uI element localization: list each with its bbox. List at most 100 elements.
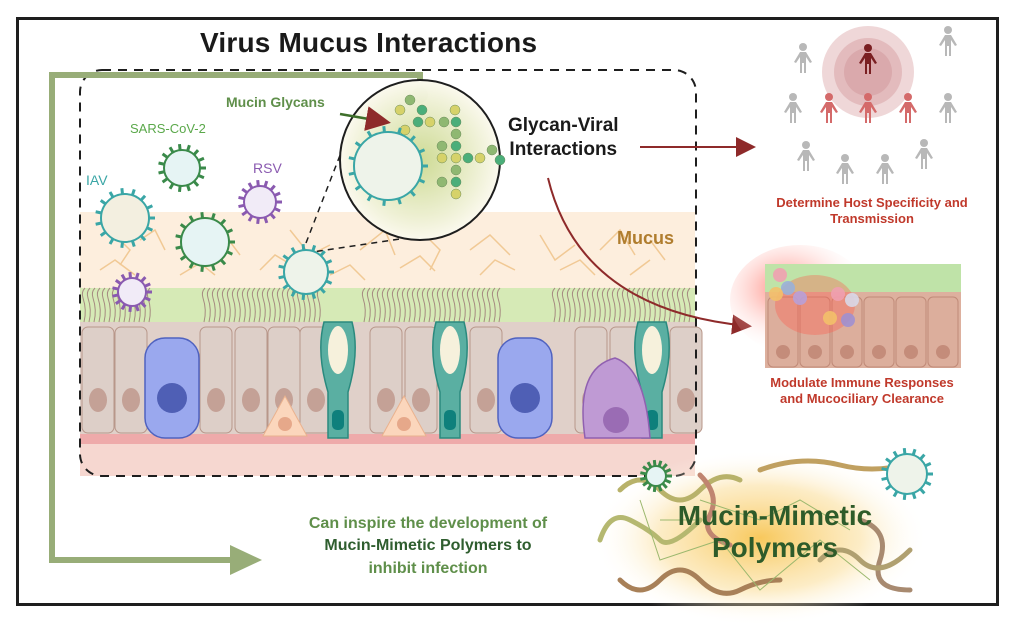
glycan-chain (394, 94, 506, 200)
person-icon (899, 93, 917, 123)
person-icon (836, 154, 854, 184)
cilium (271, 287, 276, 323)
cilium (596, 287, 601, 323)
cilium (621, 287, 626, 323)
label-sars-cov-2: SARS-CoV-2 (130, 121, 206, 136)
glycan-residue (462, 152, 474, 164)
cilium (421, 287, 426, 323)
cilium (551, 287, 556, 323)
cilium (381, 287, 386, 323)
glycan-viral-line1: Glycan-Viral (508, 115, 619, 136)
glycan-residue (438, 116, 450, 128)
basal-cell (262, 394, 308, 437)
inspire-line1: Can inspire the development of (308, 515, 548, 532)
cilium (281, 287, 286, 323)
cilium (266, 287, 271, 323)
cilium (606, 287, 611, 323)
cilium (446, 287, 451, 323)
cilium (461, 287, 466, 323)
cilium (436, 287, 441, 323)
cell-nucleus (242, 388, 260, 412)
cilium (491, 287, 496, 323)
cilium (576, 287, 581, 323)
label-mucin-mimetic-polymers: Mucin-Mimetic Polymers (660, 500, 890, 564)
iav-virus-zoomed (348, 126, 428, 206)
host-line2: Transmission (830, 210, 914, 226)
immune-cell (781, 281, 795, 295)
person-icon (915, 139, 933, 169)
mini-nucleus (776, 345, 790, 359)
mini-nucleus (808, 345, 822, 359)
sars-cov-2-virus (158, 143, 206, 193)
cilium (216, 287, 221, 323)
cilium (486, 287, 491, 323)
goblet-granules (328, 326, 348, 374)
cilium (611, 287, 616, 323)
iav-virus (95, 188, 155, 248)
cilium (111, 287, 116, 323)
cilium (666, 287, 671, 323)
label-mucin-glycans: Mucin Glycans (226, 94, 325, 110)
cilium (101, 287, 106, 323)
mini-nucleus (840, 345, 854, 359)
cell-nucleus (477, 388, 495, 412)
immune-cell (793, 291, 807, 305)
cilium (601, 287, 606, 323)
glycan-residue (450, 128, 462, 140)
cilium (391, 287, 396, 323)
cilium (251, 287, 256, 323)
immune-cell (773, 268, 787, 282)
glycan-residue (436, 140, 448, 152)
glycan-residue (474, 152, 486, 164)
glycan-residue (450, 164, 462, 176)
cilium (221, 287, 226, 323)
person-icon (794, 43, 812, 73)
cilium (676, 287, 681, 323)
glycan-residue (494, 154, 506, 166)
person-icon (876, 154, 894, 184)
cilium (571, 287, 576, 323)
glycan-residue (404, 94, 416, 106)
columnar-cell (81, 326, 115, 434)
host-line1: Determine Host Specificity and (776, 195, 968, 210)
iav-virus (278, 243, 334, 301)
cilium (441, 287, 446, 323)
immune-line2: and Mucociliary Clearance (779, 390, 944, 406)
sars-cov-2-virus (640, 459, 672, 493)
cilium (631, 287, 636, 323)
cilium (376, 287, 381, 323)
cilium (456, 287, 461, 323)
sars-cov-2-virus (175, 212, 235, 272)
cilium (406, 287, 411, 323)
person-icon (939, 93, 957, 123)
cell-nucleus (377, 388, 395, 412)
glycan-residue (449, 104, 461, 116)
mini-nucleus (936, 345, 950, 359)
glycan-residue (394, 104, 406, 116)
cilium (106, 287, 111, 323)
rsv-virus (112, 271, 152, 313)
cilium (396, 287, 401, 323)
cell-nucleus (677, 388, 695, 412)
mini-nucleus (872, 345, 886, 359)
cilium (616, 287, 621, 323)
glycan-residue (450, 152, 462, 164)
cilium (366, 287, 371, 323)
glycan-residue (412, 116, 424, 128)
glycan-residue (399, 124, 411, 136)
glycan-residue (450, 140, 462, 152)
epithelial-cells (81, 321, 703, 439)
person-icon (784, 93, 802, 123)
cilium (371, 287, 376, 323)
virus-particles (95, 126, 933, 501)
cilium (206, 287, 211, 323)
glycan-residue (450, 116, 462, 128)
cilium (636, 287, 641, 323)
mini-epithelial-cell (767, 296, 799, 368)
immune-cell (823, 311, 837, 325)
brush-cell-nucleus (157, 383, 187, 413)
cilium (201, 287, 206, 323)
person-icon (797, 141, 815, 171)
immune-line1: Modulate Immune Responses (770, 375, 954, 390)
cilium (286, 287, 291, 323)
